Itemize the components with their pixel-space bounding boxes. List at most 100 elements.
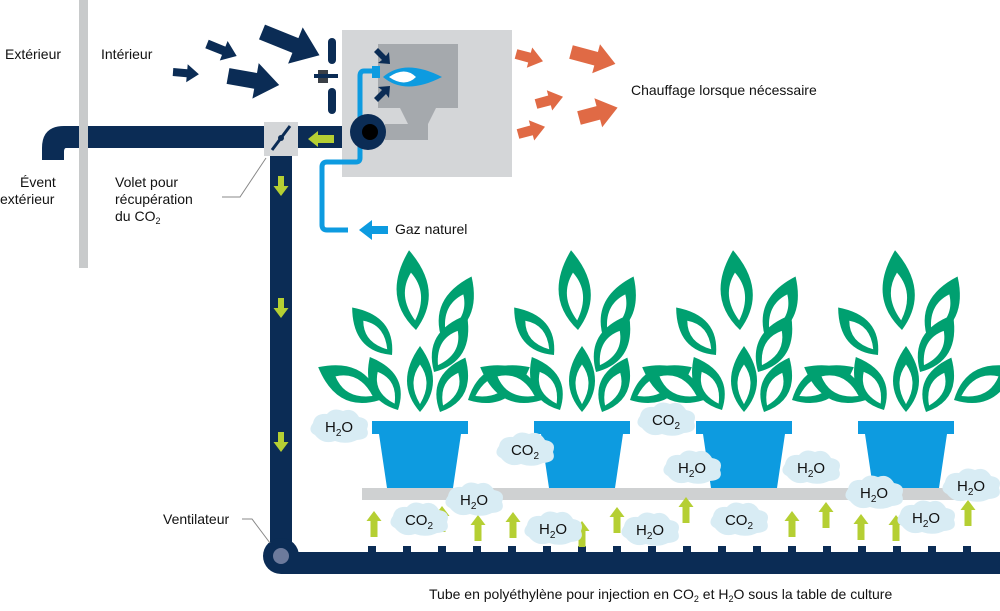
label-vent-line1: Évent xyxy=(20,174,56,190)
h2o-label: H2O xyxy=(678,460,706,480)
formula-main: H xyxy=(797,460,808,477)
down-flow-arrow xyxy=(273,176,289,196)
label-tube-sub1: 2 xyxy=(693,594,699,604)
plant-foliage xyxy=(804,250,1000,412)
leaf-highlight xyxy=(606,294,627,333)
leaf-highlight xyxy=(376,371,396,404)
tube-nozzle xyxy=(858,546,866,553)
tube-nozzle xyxy=(788,546,796,553)
leaf-highlight xyxy=(761,330,783,366)
leaf-highlight xyxy=(930,294,951,333)
label-vent-line2: extérieur xyxy=(0,191,55,207)
h2o-cloud: H2O xyxy=(942,468,1000,502)
leaf xyxy=(438,276,474,340)
tube-nozzle xyxy=(508,546,516,553)
heat-arrow xyxy=(534,90,563,111)
formula-sub: 2 xyxy=(471,501,477,512)
leaf-highlight xyxy=(659,375,697,397)
cloud-shape xyxy=(897,500,955,534)
leaf-highlight xyxy=(335,375,373,397)
co2-label: CO2 xyxy=(652,412,681,432)
leaf xyxy=(642,365,704,403)
flame-core xyxy=(389,71,416,83)
formula-main: H xyxy=(860,485,871,502)
intake-fan-blade-top xyxy=(328,38,336,64)
intake-fan-blade-bottom xyxy=(328,88,336,114)
label-fan: Ventilateur xyxy=(163,511,230,527)
label-damper-sub: 2 xyxy=(155,216,161,226)
h2o-label: H2O xyxy=(636,522,664,542)
leaf-highlight xyxy=(928,372,946,406)
label-tube: Tube en polyéthylène pour injection en C… xyxy=(429,586,892,608)
damper-pivot xyxy=(278,135,284,141)
formula-main: H xyxy=(678,460,689,477)
h2o-cloud: H2O xyxy=(663,450,721,484)
cloud-shape xyxy=(621,512,679,546)
cloud-shape xyxy=(782,450,840,484)
tube-nozzle xyxy=(648,546,656,553)
leaf xyxy=(755,314,793,372)
leaf-highlight xyxy=(700,371,720,404)
formula-sub: 2 xyxy=(533,451,539,462)
cloud-shape xyxy=(710,502,768,536)
air-arrow-lower xyxy=(374,86,390,102)
leaf xyxy=(318,365,380,403)
co2-label: CO2 xyxy=(725,512,754,532)
leaf xyxy=(569,346,595,412)
leaf-highlight xyxy=(599,330,621,366)
leaf xyxy=(436,357,469,412)
damper-leader-line xyxy=(222,157,267,198)
formula-sub: 2 xyxy=(808,469,814,480)
leaf-highlight xyxy=(961,375,999,397)
formula-main: H xyxy=(460,492,471,509)
label-heating: Chauffage lorsque nécessaire xyxy=(631,82,817,98)
up-injection-arrow xyxy=(609,507,625,533)
tube-nozzle xyxy=(928,546,936,553)
h2o-label: H2O xyxy=(957,478,985,498)
air-arrow xyxy=(226,63,280,99)
cloud-shape xyxy=(637,402,695,436)
leaf-highlight xyxy=(404,272,421,321)
flow-arrow-left xyxy=(308,131,334,147)
natural-gas-line xyxy=(319,68,374,233)
label-tube-suffix: O sous la table de culture xyxy=(733,586,893,602)
leaf-highlight xyxy=(737,364,751,405)
h2o-label: H2O xyxy=(539,521,567,541)
heat-arrow xyxy=(577,98,618,128)
h2o-label: H2O xyxy=(912,510,940,530)
co2-label: CO2 xyxy=(405,512,434,532)
leaf xyxy=(676,307,717,355)
label-tube-mid: et H xyxy=(698,586,729,602)
h2o-label: H2O xyxy=(797,460,825,480)
leaf-highlight xyxy=(566,272,583,321)
h2o-cloud: H2O xyxy=(445,482,503,516)
tube-nozzle xyxy=(893,546,901,553)
leaf-highlight xyxy=(687,320,712,350)
plant xyxy=(480,250,692,488)
up-injection-arrow xyxy=(960,500,976,526)
leaf-highlight xyxy=(538,371,558,404)
downward-flow-arrows xyxy=(273,176,289,452)
leaf xyxy=(407,346,433,412)
leaf-highlight xyxy=(728,272,745,321)
air-arrow xyxy=(205,39,237,61)
intake-fan-shaft xyxy=(314,74,338,78)
leaf xyxy=(396,250,429,330)
leaf xyxy=(530,357,563,410)
plant-foliage xyxy=(318,250,530,412)
leaf-highlight xyxy=(444,294,465,333)
cloud-shape xyxy=(663,450,721,484)
leaf xyxy=(954,365,1000,403)
formula-sub: 2 xyxy=(336,428,342,439)
formula-post: O xyxy=(928,510,940,527)
heat-arrows xyxy=(514,44,618,141)
exterior-wall xyxy=(79,0,88,268)
formula-main: CO xyxy=(652,412,675,429)
formula-sub: 2 xyxy=(923,519,929,530)
leaf xyxy=(922,357,955,412)
formula-main: H xyxy=(636,522,647,539)
cloud-shape xyxy=(310,409,368,443)
label-tube-prefix: Tube en polyéthylène pour injection en C… xyxy=(429,586,694,602)
